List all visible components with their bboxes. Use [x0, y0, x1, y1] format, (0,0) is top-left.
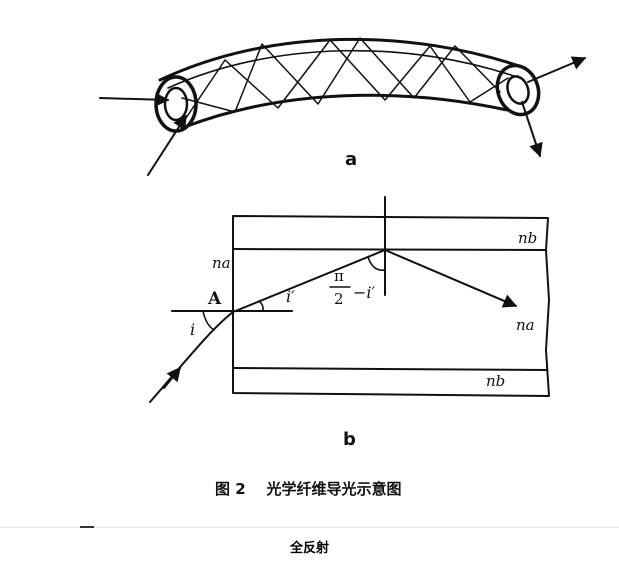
- reflected-light-path-1: [181, 37, 501, 113]
- fiber-section-outline: [232, 215, 550, 397]
- fiber-diagram-b: nb na A i i′ π 2 −i′ na nb b: [149, 196, 550, 450]
- fiber-diagram-a: a: [99, 37, 587, 176]
- reflected-ray: [384, 249, 518, 308]
- fiber-outer-bottom-wall: [180, 93, 509, 130]
- label-n-b-bottom: nb: [486, 372, 505, 390]
- label-point-A: A: [207, 289, 222, 309]
- cladding-top-boundary: [232, 248, 547, 251]
- angle-arc-i-prime: [258, 300, 264, 312]
- label-n-a: na: [212, 254, 231, 272]
- incident-arrow: [163, 366, 181, 389]
- label-two: 2: [334, 290, 344, 308]
- footer-bar: 全反射: [0, 526, 619, 568]
- label-n-b-top: nb: [518, 229, 537, 247]
- label-minus-i-prime: −i′: [353, 283, 376, 302]
- angle-arc-pi-over-2: [367, 256, 386, 272]
- incoming-ray-oblique: [147, 114, 187, 176]
- reflected-light-path-2: [185, 39, 509, 119]
- incoming-ray-horizontal: [99, 92, 170, 107]
- fiber-outer-top-wall: [158, 37, 527, 82]
- cladding-bottom-boundary: [232, 367, 548, 371]
- optical-fiber-figure: a nb na A: [99, 37, 587, 498]
- part-a-label: a: [345, 149, 357, 170]
- outgoing-ray-down: [521, 101, 543, 158]
- outgoing-ray-up: [527, 56, 587, 83]
- fiber-inner-top-wall: [167, 49, 521, 89]
- part-b-label: b: [343, 429, 356, 450]
- label-angle-i-prime: i′: [286, 287, 295, 306]
- angle-arc-i: [202, 310, 215, 331]
- incident-ray: [149, 311, 234, 403]
- label-angle-i: i: [190, 320, 195, 339]
- figure-caption: 图 2 光学纤维导光示意图: [215, 480, 402, 498]
- refracted-ray: [232, 249, 386, 313]
- fiber-right-end: [495, 63, 541, 117]
- label-pi: π: [334, 267, 344, 285]
- label-n-a-ray: na: [516, 316, 535, 334]
- footer-caption: 全反射: [289, 541, 329, 556]
- footer-divider-mark: [80, 526, 94, 528]
